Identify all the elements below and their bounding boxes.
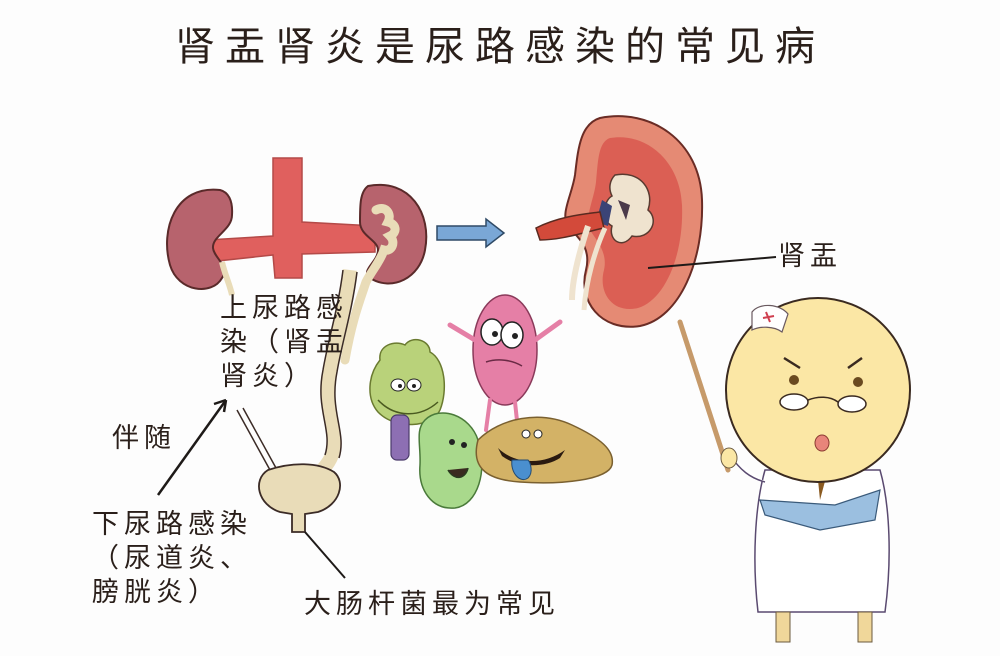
renal-pelvis-pointer-line	[647, 256, 777, 269]
aorta-icon	[207, 157, 376, 279]
right-arrow-icon	[436, 217, 506, 249]
accompany-label: 伴随	[112, 423, 176, 454]
doctor-character-icon	[677, 297, 911, 643]
lower-uti-label: 下尿路感染 （尿道炎、 膀胱炎）	[92, 509, 252, 608]
pink-bacterium-icon	[447, 294, 563, 432]
ecoli-pointer-line	[304, 531, 346, 579]
left-kidney-icon	[166, 188, 235, 296]
kidney-cross-section-icon	[535, 115, 704, 328]
ecoli-label: 大肠杆菌最为常见	[304, 589, 560, 620]
upper-uti-label: 上尿路感 染（肾盂 肾炎）	[220, 293, 348, 392]
page-title: 肾盂肾炎是尿路感染的常见病	[175, 24, 825, 70]
bacteria-group	[369, 294, 614, 509]
olive-bacterium-icon	[369, 338, 446, 461]
renal-pelvis-label: 肾盂	[778, 241, 842, 272]
accompany-arrow-icon	[156, 398, 228, 496]
green-bacterium-icon	[418, 412, 483, 509]
right-kidney-icon	[340, 183, 428, 365]
yellow-bacterium-icon	[475, 416, 614, 484]
bladder-icon	[258, 463, 341, 533]
